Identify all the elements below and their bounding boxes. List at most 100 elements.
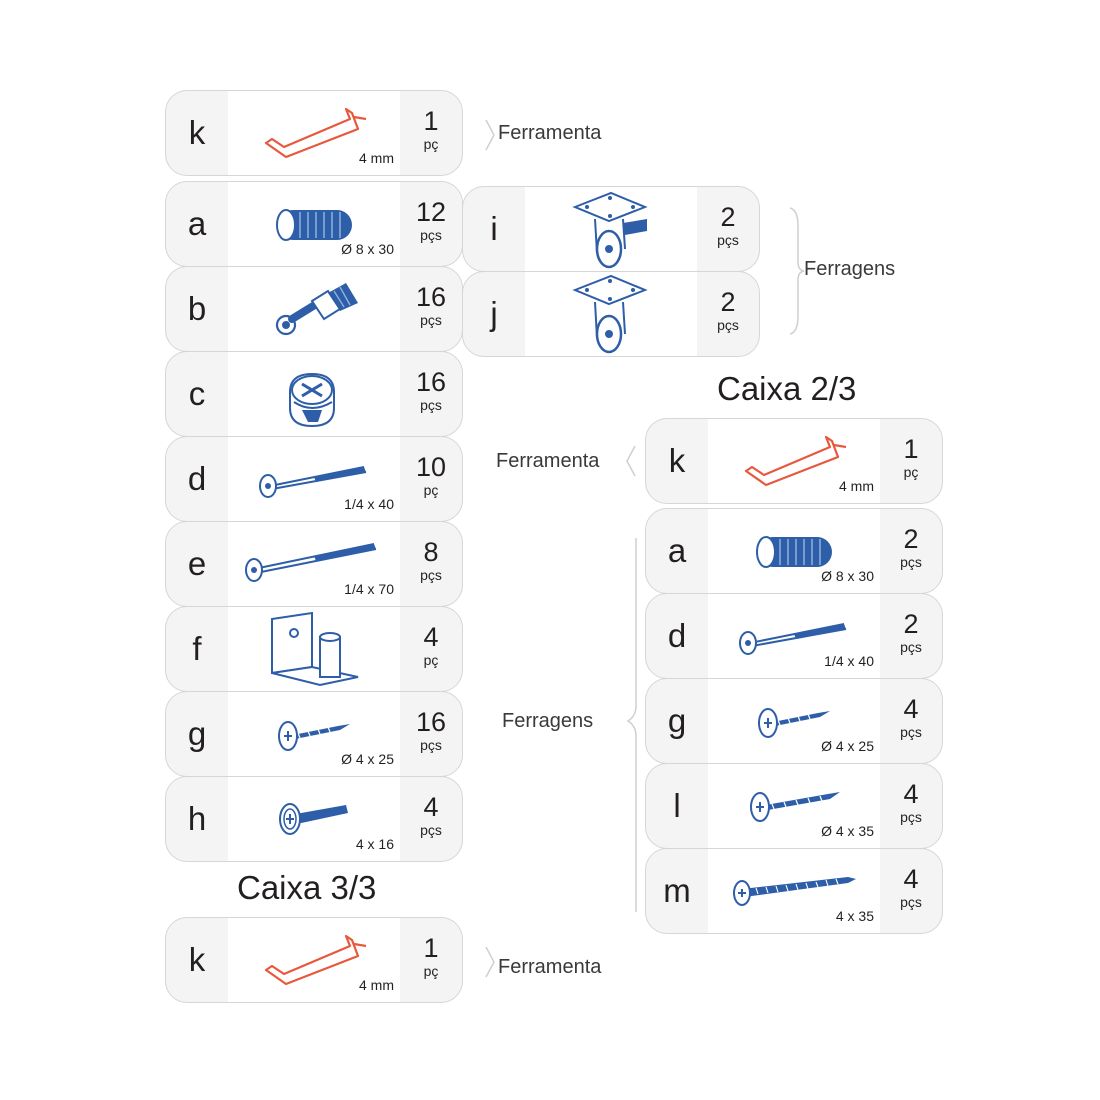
part-unit: pçs <box>900 724 922 740</box>
allen-key-icon <box>264 934 367 986</box>
part-size: 1/4 x 70 <box>344 581 394 597</box>
part-card-d: d 1/4 x 40 2 pçs <box>645 593 943 679</box>
part-unit: pç <box>423 652 439 668</box>
part-letter: d <box>667 617 687 654</box>
part-quantity: 16 <box>415 367 447 397</box>
part-quantity: 1 <box>903 434 919 464</box>
part-quantity: 2 <box>903 609 919 639</box>
part-unit: pçs <box>420 227 442 243</box>
part-letter: k <box>188 114 206 151</box>
part-letter: a <box>187 205 207 242</box>
part-card-m: m 4 x 35 4 pçs <box>645 848 943 934</box>
part-size: Ø 4 x 25 <box>821 738 874 754</box>
part-quantity: 16 <box>415 282 447 312</box>
part-unit: pçs <box>420 567 442 583</box>
part-unit: pç <box>423 136 439 152</box>
group-brace <box>485 946 495 978</box>
bolt-icon <box>259 466 367 498</box>
box-title: Caixa 2/3 <box>717 370 857 407</box>
part-unit: pçs <box>900 809 922 825</box>
part-letter: l <box>673 787 681 824</box>
part-unit: pçs <box>900 639 922 655</box>
part-size: 4 x 16 <box>355 836 394 852</box>
part-quantity: 2 <box>903 524 919 554</box>
part-letter: b <box>187 290 207 327</box>
box-title: Caixa 3/3 <box>237 869 377 906</box>
part-card-k: k 4 mm 1 pç <box>645 418 943 504</box>
part-unit: pçs <box>900 554 922 570</box>
part-quantity: 16 <box>415 707 447 737</box>
part-letter: e <box>187 545 207 582</box>
group-brace <box>485 119 495 151</box>
group-brace <box>789 207 805 335</box>
part-quantity: 4 <box>903 864 919 894</box>
part-card-i: i 2 pçs <box>462 186 760 272</box>
part-card-a: a Ø 8 x 30 2 pçs <box>645 508 943 594</box>
part-size: 4 mm <box>359 977 394 993</box>
screw-icon <box>278 721 350 751</box>
part-quantity: 2 <box>720 287 736 317</box>
part-unit: pç <box>423 482 439 498</box>
part-card-j: j 2 pçs <box>462 271 760 357</box>
part-quantity: 1 <box>423 933 439 963</box>
group-label-tool: Ferramenta <box>498 956 602 978</box>
part-card-g: g Ø 4 x 25 4 pçs <box>645 678 943 764</box>
part-unit: pç <box>903 464 919 480</box>
part-letter: h <box>187 800 207 837</box>
screw-icon <box>750 792 840 822</box>
part-card-c: c 16 pçs <box>165 351 463 437</box>
group-label-tool: Ferramenta <box>498 122 602 144</box>
part-size: 4 mm <box>839 478 874 494</box>
part-size: 1/4 x 40 <box>824 653 874 669</box>
part-quantity: 1 <box>423 106 439 136</box>
allen-key-icon <box>264 107 367 159</box>
part-size: 1/4 x 40 <box>344 496 394 512</box>
part-letter: f <box>192 630 202 667</box>
part-unit: pçs <box>717 232 739 248</box>
part-letter: c <box>188 375 206 412</box>
part-unit: pçs <box>900 894 922 910</box>
part-size: Ø 8 x 30 <box>821 568 874 584</box>
part-unit: pçs <box>420 397 442 413</box>
part-size: Ø 4 x 25 <box>341 751 394 767</box>
cam-lock-icon <box>289 372 335 428</box>
long-screw-icon <box>733 877 856 906</box>
part-quantity: 2 <box>720 202 736 232</box>
bolt-icon <box>739 623 847 655</box>
part-quantity: 12 <box>415 197 447 227</box>
part-letter: d <box>187 460 207 497</box>
caster-icon <box>572 274 648 354</box>
part-unit: pç <box>423 963 439 979</box>
part-card-f: f 4 pç <box>165 606 463 692</box>
part-card-g: g Ø 4 x 25 16 pçs <box>165 691 463 777</box>
group-label-tool: Ferramenta <box>496 450 600 472</box>
part-quantity: 10 <box>415 452 447 482</box>
part-quantity: 8 <box>423 537 439 567</box>
part-card-e: e 1/4 x 70 8 pçs <box>165 521 463 607</box>
part-letter: g <box>667 702 687 739</box>
part-size: Ø 8 x 30 <box>341 241 394 257</box>
part-card-a: a Ø 8 x 30 12 pçs <box>165 181 463 267</box>
screw-icon <box>758 708 830 738</box>
part-unit: pçs <box>420 737 442 753</box>
group-label-hardware: Ferragens <box>804 258 896 280</box>
part-letter: i <box>490 210 498 247</box>
part-letter: j <box>490 295 498 332</box>
part-size: 4 x 35 <box>835 908 874 924</box>
screw-icon <box>279 803 348 835</box>
part-quantity: 4 <box>423 622 439 652</box>
part-quantity: 4 <box>903 779 919 809</box>
caster-brake-icon <box>572 191 648 269</box>
part-unit: pçs <box>717 317 739 333</box>
part-letter: g <box>187 715 207 752</box>
part-card-k: k 4 mm 1 pç <box>165 917 463 1003</box>
part-letter: a <box>667 532 687 569</box>
part-card-d: d 1/4 x 40 10 pç <box>165 436 463 522</box>
connector-bolt-icon <box>275 283 358 336</box>
dowel-icon <box>756 536 832 568</box>
part-unit: pçs <box>420 822 442 838</box>
part-size: Ø 4 x 35 <box>821 823 874 839</box>
bolt-icon <box>245 543 377 582</box>
dowel-icon <box>276 209 352 241</box>
part-unit: pçs <box>420 312 442 328</box>
